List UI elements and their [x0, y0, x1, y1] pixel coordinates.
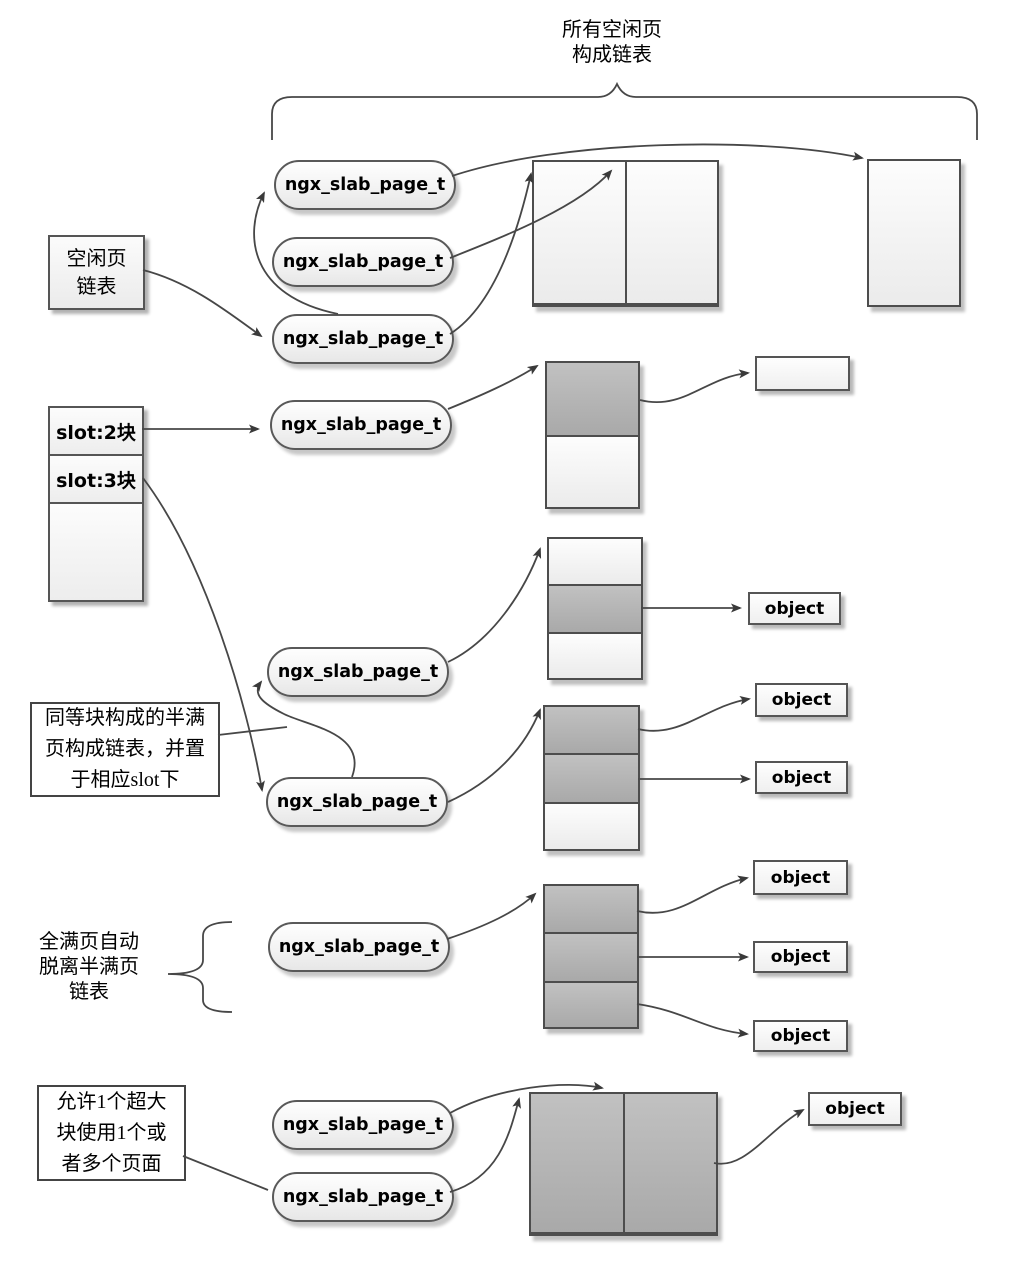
note-half-full-line1: 同等块构成的半满: [45, 707, 205, 729]
page-cell: [545, 804, 638, 849]
full-page-brace: [167, 921, 233, 1013]
memory-page-free-single: [867, 159, 961, 307]
note-full-line3: 链表: [69, 981, 109, 1003]
ngx-slab-page-node-2: ngx_slab_page_t: [272, 237, 454, 287]
arrow-cell-to-object-4: [636, 875, 749, 914]
free-list-line2: 链表: [76, 275, 117, 298]
note-half-full-line2: 页构成链表，并置: [45, 738, 205, 760]
page-cell: [549, 586, 641, 634]
memory-page-slot3-b: [543, 705, 640, 851]
page-cell: [549, 634, 641, 678]
page-cell: [545, 755, 638, 804]
page-divider: [625, 162, 627, 305]
slot-row-3: slot:3块: [50, 456, 142, 504]
memory-page-slot3-a: [547, 537, 643, 680]
free-list-label-box: 空闲页 链表: [48, 235, 145, 310]
line-note-big-block: [182, 1155, 269, 1191]
arrow-node4-to-page: [447, 364, 539, 410]
note-full-text: 全满页自动 脱离半满页 链表: [28, 930, 150, 1005]
memory-page-full: [543, 884, 639, 1029]
memory-page-big-block: [529, 1092, 718, 1236]
ngx-slab-page-node-4: ngx_slab_page_t: [270, 400, 452, 450]
arrow-node9-to-page: [449, 1097, 521, 1193]
note-big-line2: 块使用1个或: [56, 1121, 167, 1144]
top-brace: [271, 81, 978, 140]
object-box-5: object: [753, 941, 848, 973]
page-cell: [549, 539, 641, 586]
arrow-node3-to-double-page: [449, 172, 534, 335]
arrow-node6-to-page: [447, 708, 541, 803]
line-note-half-full: [217, 726, 288, 736]
arrow-cell-to-object-6: [636, 1003, 749, 1038]
top-title-line2: 构成链表: [572, 44, 652, 66]
ngx-slab-page-node-3: ngx_slab_page_t: [272, 314, 454, 364]
object-box-7: object: [808, 1092, 902, 1126]
object-box-4: object: [753, 860, 848, 895]
top-title: 所有空闲页 构成链表: [500, 18, 724, 68]
memory-page-slot2: [545, 361, 640, 509]
arrow-node7-to-page: [446, 892, 537, 940]
arrow-node5-to-page: [447, 547, 542, 663]
object-box-6: object: [753, 1020, 848, 1052]
object-box-1: object: [748, 592, 841, 625]
object-box-2: object: [755, 683, 848, 717]
slot-row-empty: [50, 504, 142, 600]
ngx-slab-page-node-8: ngx_slab_page_t: [272, 1100, 454, 1150]
arrow-freelist-to-node3: [142, 269, 263, 338]
page-cell: [545, 886, 637, 934]
object-box-3: object: [755, 761, 848, 794]
page-cell: [547, 363, 638, 437]
page-divider: [623, 1094, 625, 1234]
arrow-cell-to-object-2: [637, 696, 751, 732]
page-cell: [545, 707, 638, 755]
note-big-line1: 允许1个超大: [56, 1090, 167, 1113]
arrow-cell-to-free-block: [639, 369, 750, 403]
page-cell: [547, 437, 638, 507]
ngx-slab-page-node-5: ngx_slab_page_t: [267, 647, 449, 697]
ngx-slab-page-node-9: ngx_slab_page_t: [272, 1172, 454, 1222]
slot-row-2: slot:2块: [50, 408, 142, 456]
memory-page-free-double: [532, 160, 719, 307]
note-big-block-box: 允许1个超大 块使用1个或 者多个页面: [37, 1085, 186, 1181]
ngx-slab-page-node-7: ngx_slab_page_t: [268, 922, 450, 972]
page-cell: [869, 161, 959, 305]
arrow-page-to-object-7: [713, 1109, 805, 1165]
ngx-slab-page-node-6: ngx_slab_page_t: [266, 777, 448, 827]
empty-block: [755, 356, 850, 391]
slot-table: slot:2块 slot:3块: [48, 406, 144, 602]
note-full-line1: 全满页自动: [39, 931, 139, 953]
ngx-slab-page-node-1: ngx_slab_page_t: [274, 160, 456, 210]
free-list-line1: 空闲页: [66, 247, 127, 270]
note-full-line2: 脱离半满页: [39, 956, 139, 978]
note-half-full-box: 同等块构成的半满 页构成链表，并置 于相应slot下: [30, 702, 220, 797]
page-cell: [545, 983, 637, 1027]
page-cell: [545, 934, 637, 983]
note-big-line3: 者多个页面: [61, 1152, 162, 1175]
top-title-line1: 所有空闲页: [562, 19, 662, 41]
note-half-full-line3: 于相应slot下: [70, 769, 180, 791]
